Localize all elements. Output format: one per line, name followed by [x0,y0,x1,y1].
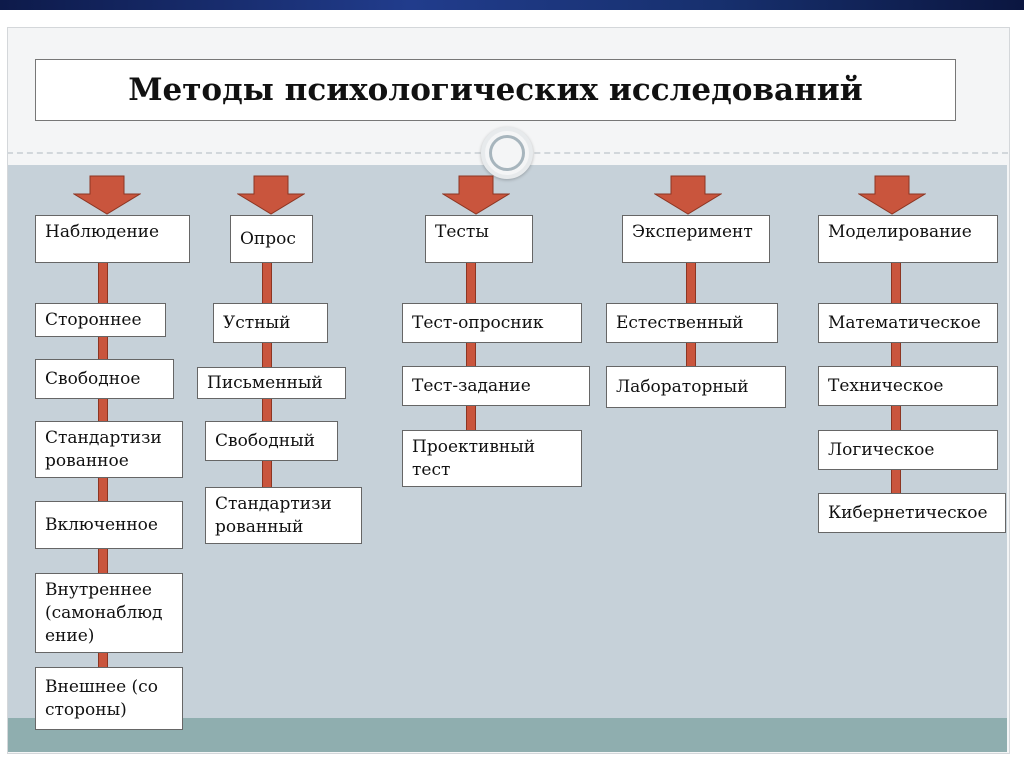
item-survey-1: Устный [213,303,328,343]
down-arrow-icon [237,175,305,215]
header-experiment: Эксперимент [622,215,770,263]
item-tests-3: Проективный тест [402,430,582,487]
slide-title: Методы психологических исследований [35,59,956,121]
item-modeling-4: Кибернетическое [818,493,1006,533]
item-observation-4: Включенное [35,501,183,549]
down-arrow-icon [858,175,926,215]
top-accent-bar [0,0,1024,10]
item-modeling-3: Логическое [818,430,998,470]
down-arrow-icon [73,175,141,215]
item-observation-2: Свободное [35,359,174,399]
ring-ornament-icon [481,127,533,179]
connector-tests [466,262,476,440]
item-experiment-2: Лабораторный [606,366,786,408]
item-observation-5: Внутреннее (самонаблюд ение) [35,573,183,653]
item-tests-2: Тест-задание [402,366,590,406]
item-observation-6: Внешнее (со стороны) [35,667,183,730]
item-modeling-2: Техническое [818,366,998,406]
item-survey-4: Стандартизи рованный [205,487,362,544]
item-survey-2: Письменный [197,367,346,399]
header-observation: Наблюдение [35,215,190,263]
item-experiment-1: Естественный [606,303,778,343]
item-tests-1: Тест-опросник [402,303,582,343]
header-survey: Опрос [230,215,313,263]
header-modeling: Моделирование [818,215,998,263]
item-observation-3: Стандартизи рованное [35,421,183,478]
header-tests: Тесты [425,215,533,263]
slide-title-text: Методы психологических исследований [128,72,863,108]
down-arrow-icon [654,175,722,215]
item-observation-1: Стороннее [35,303,166,337]
item-modeling-1: Математическое [818,303,998,343]
down-arrow-icon [442,175,510,215]
item-survey-3: Свободный [205,421,338,461]
